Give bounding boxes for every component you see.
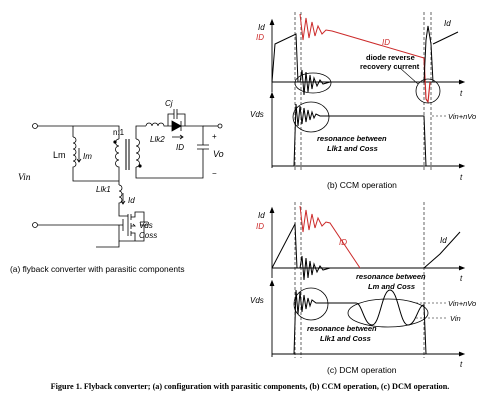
ccm-iD-decay bbox=[299, 13, 425, 59]
dcm-vds-yaxis-arrow bbox=[269, 279, 275, 287]
dcm-id-primary-ramp bbox=[271, 222, 298, 269]
id-primary-arrow bbox=[120, 193, 126, 205]
ccm-resonance-1: resonance between bbox=[317, 134, 387, 143]
dcm-res-b-2: Llk1 and Coss bbox=[320, 334, 371, 343]
dcm-vds-xaxis-arrow bbox=[458, 351, 466, 357]
minus-label: − bbox=[212, 169, 217, 178]
ccm-vds-xaxis-arrow bbox=[458, 163, 466, 169]
ccm-t2: t bbox=[460, 173, 463, 182]
lm-inductor bbox=[72, 136, 77, 170]
llk1-label: Llk1 bbox=[96, 185, 111, 194]
dcm-level2-label: Vin bbox=[450, 314, 461, 323]
diode-out-wire bbox=[181, 125, 204, 145]
dcm-res-a-1: resonance between bbox=[356, 272, 426, 281]
dcm-res-b-1: resonance between bbox=[307, 324, 377, 333]
dcm-vds-label: Vds bbox=[250, 296, 264, 305]
ccm-id-right: Id bbox=[444, 19, 451, 28]
ccm-ring-ellipse-id bbox=[294, 72, 332, 94]
ccm-vds-label: Vds bbox=[250, 110, 264, 119]
vds-circuit-label: Vds bbox=[139, 221, 153, 230]
ccm-panel: Id ID ID Id Vds Vin+nVo diode reverse re… bbox=[250, 12, 476, 190]
dcm-id-secondary-ring bbox=[299, 255, 424, 281]
vo-terminal bbox=[217, 123, 223, 129]
lm-label: Lm bbox=[53, 150, 66, 160]
cj-label: Cj bbox=[165, 99, 173, 108]
ccm-vds-yaxis-arrow bbox=[269, 91, 275, 99]
dcm-res-a-2: Lm and Coss bbox=[368, 282, 415, 291]
ccm-iD-recovery bbox=[423, 57, 431, 104]
id-secondary-arrow bbox=[172, 134, 184, 140]
dcm-vds-wave bbox=[272, 289, 460, 355]
ccm-note-leader bbox=[399, 67, 419, 85]
llk2-inductor bbox=[145, 122, 172, 127]
ccm-t1: t bbox=[460, 89, 463, 98]
plus-label: + bbox=[212, 132, 217, 141]
dcm-id-label: Id bbox=[258, 211, 265, 220]
ccm-ring-ellipse-vds bbox=[292, 101, 330, 133]
secondary-winding bbox=[135, 138, 140, 168]
dcm-level1-label: Vin+nVo bbox=[448, 299, 476, 308]
im-arrow bbox=[76, 148, 82, 163]
vin-terminal-top bbox=[32, 123, 38, 129]
mosfet bbox=[103, 210, 136, 241]
ccm-id-secondary-ring bbox=[299, 69, 418, 96]
primary-winding bbox=[115, 138, 120, 181]
ccm-diode-note-2: recovery current bbox=[360, 62, 420, 71]
dcm-t1: t bbox=[460, 274, 463, 283]
transformer-core bbox=[125, 139, 130, 170]
dcm-panel: Id ID ID Id Vds Vin+nVo Vin resonance be… bbox=[250, 202, 476, 375]
cj-capacitor bbox=[167, 109, 186, 126]
secondary-top-wire bbox=[135, 125, 146, 139]
ccm-recovery-ellipse bbox=[415, 78, 441, 104]
ccm-id-yaxis-arrow bbox=[269, 18, 275, 26]
id-primary-label: Id bbox=[128, 196, 135, 205]
dcm-id-rise bbox=[423, 231, 461, 269]
ccm-id-rise bbox=[423, 25, 459, 83]
dcm-id-xaxis-arrow bbox=[458, 265, 466, 271]
circuit-caption: (a) flyback converter with parasitic com… bbox=[10, 264, 185, 274]
dcm-id-yaxis-arrow bbox=[269, 206, 275, 214]
dcm-iD-decay bbox=[299, 205, 361, 269]
ccm-diode-note-1: diode reverse bbox=[366, 53, 415, 62]
output-capacitor bbox=[135, 144, 209, 179]
ccm-iD-label: ID bbox=[256, 33, 264, 42]
vo-label: Vo bbox=[213, 149, 224, 159]
dcm-t2: t bbox=[460, 360, 463, 369]
input-top-rail bbox=[38, 125, 120, 139]
secondary-dot bbox=[138, 164, 142, 168]
ccm-resonance-2: Llk1 and Coss bbox=[327, 144, 378, 153]
circuit-schematic bbox=[32, 109, 223, 248]
dcm-iD-label: ID bbox=[256, 222, 264, 231]
ccm-id-primary-ramp bbox=[271, 33, 299, 83]
circuit-labels: Vin Lm Im n:1 Llk2 Cj ID Vo + − Llk1 Id … bbox=[10, 99, 224, 274]
coss-label: Coss bbox=[139, 231, 157, 240]
id-secondary-label: ID bbox=[176, 143, 184, 152]
dcm-lm-ellipse bbox=[347, 298, 429, 328]
turns-label: n:1 bbox=[113, 128, 125, 137]
ccm-id-xaxis-arrow bbox=[458, 79, 466, 85]
ccm-caption: (b) CCM operation bbox=[327, 180, 397, 190]
vin-label: Vin bbox=[18, 173, 31, 183]
diode bbox=[171, 120, 182, 132]
figure-caption: Figure 1. Flyback converter; (a) configu… bbox=[50, 382, 450, 391]
primary-dot bbox=[113, 140, 117, 144]
im-label: Im bbox=[83, 152, 92, 161]
dcm-iD-mid: ID bbox=[339, 238, 347, 247]
llk2-label: Llk2 bbox=[150, 135, 165, 144]
dcm-id-right: Id bbox=[440, 236, 447, 245]
llk1-inductor bbox=[118, 184, 123, 210]
ccm-iD-mid: ID bbox=[382, 38, 390, 47]
source-wire bbox=[96, 241, 120, 248]
ccm-vds-wave bbox=[272, 103, 460, 167]
coss-cap bbox=[118, 211, 148, 242]
dcm-ring-ellipse-vds bbox=[293, 287, 329, 321]
lm-branch-wires bbox=[72, 126, 119, 182]
dcm-caption: (c) DCM operation bbox=[327, 365, 397, 375]
ccm-id-label: Id bbox=[258, 23, 265, 32]
vin-terminal-bottom bbox=[32, 222, 38, 228]
ccm-level-label: Vin+nVo bbox=[448, 112, 476, 121]
